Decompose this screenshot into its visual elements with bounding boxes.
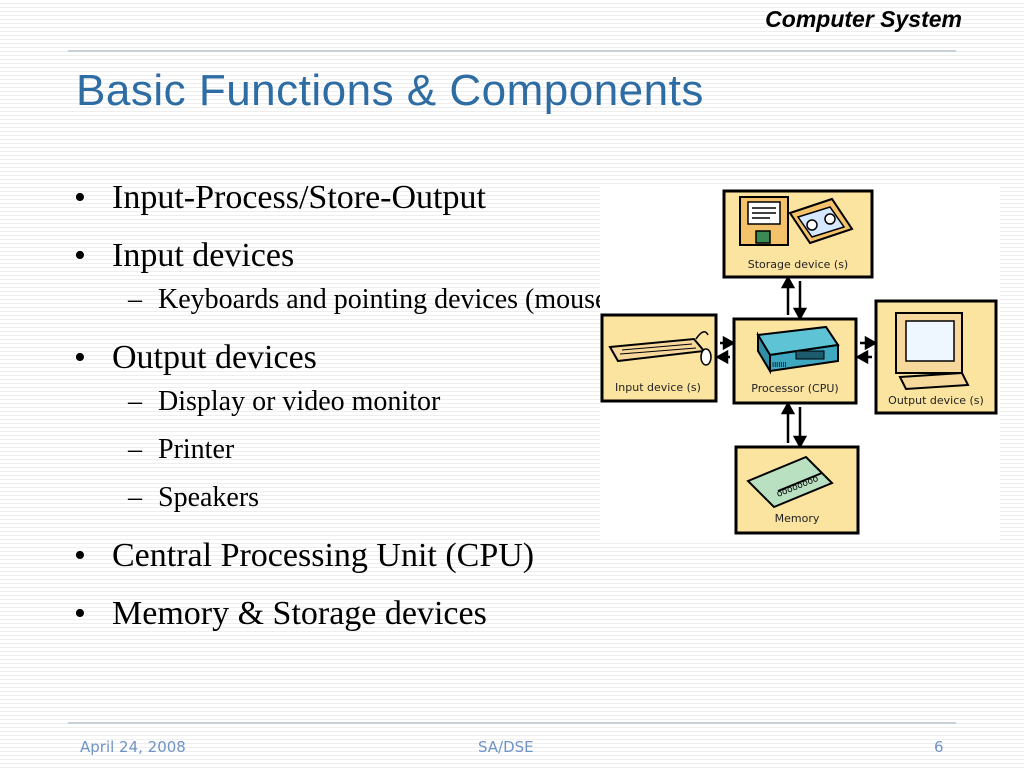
- sub-bullet-text: Printer: [158, 434, 235, 465]
- sub-bullet-text: Keyboards and pointing devices (mouse): [158, 284, 617, 315]
- monitor-icon: [895, 312, 970, 391]
- bullet-text: Input devices: [112, 237, 295, 274]
- bullet-item: • Central Processing Unit (CPU): [70, 536, 630, 576]
- bullet-item: • Input-Process/Store-Output: [70, 178, 630, 218]
- sub-bullet-item: –Keyboards and pointing devices (mouse): [70, 280, 658, 320]
- dash-marker: –: [128, 284, 142, 315]
- bullet-marker: •: [74, 237, 86, 274]
- sub-bullet-item: –Speakers: [70, 478, 630, 518]
- bullet-text: Input-Process/Store-Output: [112, 179, 486, 216]
- bullet-marker: •: [74, 537, 86, 574]
- processor-label: Processor (CPU): [751, 382, 838, 395]
- bullet-item: • Memory & Storage devices: [70, 594, 630, 634]
- bullet-marker: •: [74, 339, 86, 376]
- cpu-icon: IIIIIII: [756, 325, 840, 375]
- bullet-text: Central Processing Unit (CPU): [112, 537, 535, 574]
- input-label: Input device (s): [615, 381, 701, 394]
- connection-arrows: [715, 275, 878, 449]
- output-device-box: Output device (s): [874, 299, 998, 415]
- output-label: Output device (s): [888, 394, 984, 407]
- bullet-marker: •: [74, 595, 86, 632]
- sub-bullet-item: –Printer: [70, 430, 630, 470]
- header-section-title: Computer System: [765, 6, 962, 32]
- sub-bullet-item: –Display or video monitor: [70, 382, 630, 422]
- storage-device-box: Storage device (s): [722, 189, 874, 279]
- footer-center-text: SA/DSE: [478, 738, 534, 756]
- sub-bullet-text: Speakers: [158, 482, 260, 513]
- floppy-disk-icon: [739, 196, 789, 246]
- sub-bullet-text: Display or video monitor: [158, 386, 441, 417]
- computer-system-diagram: Storage device (s) Input device (s): [600, 185, 1000, 540]
- memory-box: oooooooo Memory: [734, 445, 860, 535]
- input-device-box: Input device (s): [600, 313, 718, 403]
- footer-divider: [68, 722, 956, 724]
- dash-marker: –: [128, 482, 142, 513]
- slide-title: Basic Functions & Components: [76, 66, 704, 115]
- svg-text:IIIIIII: IIIIIII: [772, 361, 786, 369]
- bullet-list: • Input-Process/Store-Output • Input devic…: [70, 178, 630, 652]
- footer-page-number: 6: [934, 738, 944, 756]
- footer-date: April 24, 2008: [80, 738, 186, 756]
- dash-marker: –: [128, 434, 142, 465]
- bullet-item: • Input devices: [70, 236, 630, 276]
- bullet-text: Memory & Storage devices: [112, 595, 487, 632]
- bullet-marker: •: [74, 179, 86, 216]
- memory-label: Memory: [775, 512, 820, 525]
- bullet-item: • Output devices: [70, 338, 630, 378]
- tape-cassette-icon: [788, 197, 854, 245]
- bullet-text: Output devices: [112, 339, 317, 376]
- dash-marker: –: [128, 386, 142, 417]
- mouse-icon: [695, 331, 712, 366]
- storage-label: Storage device (s): [748, 258, 848, 271]
- header-divider: [68, 50, 956, 52]
- memory-chip-icon: oooooooo: [746, 455, 834, 509]
- processor-box: IIIIIII Processor (CPU): [732, 317, 858, 405]
